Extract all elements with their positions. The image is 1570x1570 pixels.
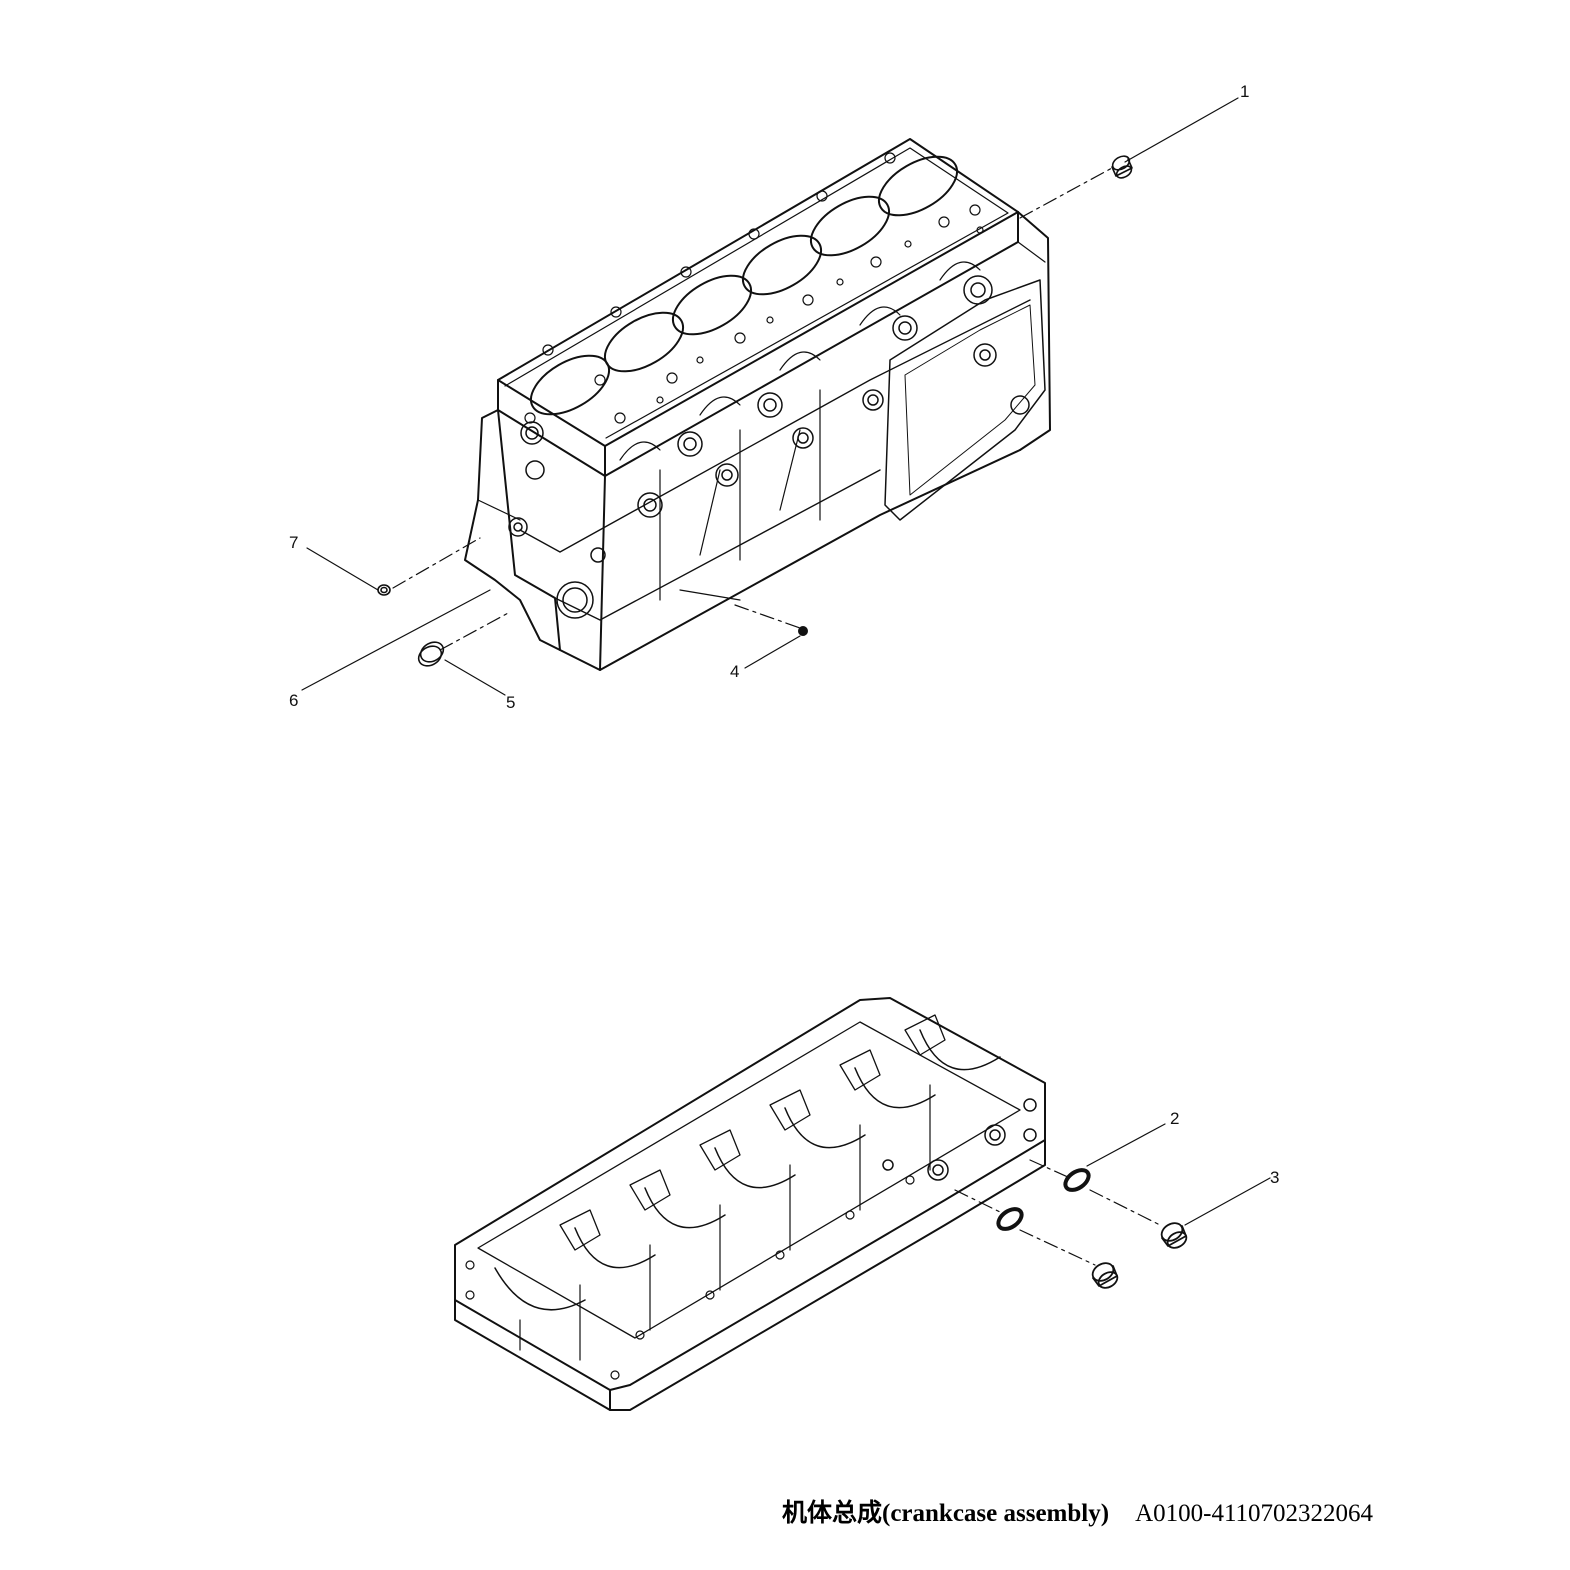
callout-6: 6 [289, 691, 298, 710]
callout-4: 4 [730, 662, 739, 681]
part-3-plug [1091, 1222, 1188, 1289]
part-5-plug [417, 641, 445, 667]
part-2-oring [996, 1168, 1091, 1231]
leaders-top [301, 97, 1239, 696]
part-1-plug [1111, 155, 1133, 179]
diagram-caption: 机体总成(crankcase assembly) A0100-4110702322… [782, 1493, 1373, 1529]
caption-part-code: A0100-4110702322064 [1135, 1500, 1374, 1527]
part-7-plug [377, 584, 391, 596]
callout-3: 3 [1270, 1168, 1279, 1187]
callout-7: 7 [289, 533, 298, 552]
part-4-plug [798, 626, 808, 636]
callout-2: 2 [1170, 1109, 1179, 1128]
callout-5: 5 [506, 693, 515, 712]
cylinder-block [464, 138, 1051, 671]
leaders-bottom [954, 1123, 1271, 1266]
caption-title: 机体总成(crankcase assembly) [782, 1500, 1110, 1527]
bedplate [454, 997, 1046, 1411]
callout-1: 1 [1240, 82, 1249, 101]
